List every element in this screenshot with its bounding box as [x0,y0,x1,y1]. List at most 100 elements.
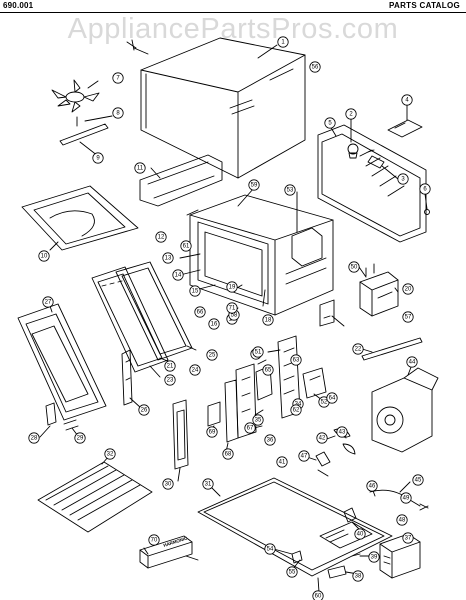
part-number-label: 63 [293,357,300,363]
part-callout: 38 [352,570,364,582]
part-number-label: 31 [205,481,212,487]
part-number-label: 5 [328,120,332,126]
callout-circle [262,364,274,376]
lamp [347,143,359,159]
door-panel [17,303,107,421]
part-callout: 61 [180,240,192,252]
callout-circle [345,108,357,120]
part-callout: 49 [400,492,412,504]
callout-circle [28,432,40,444]
part-callout: 47 [298,450,310,462]
part-callout: 59 [248,179,260,191]
part-number-label: 21 [167,363,174,369]
part-callout: 20 [402,283,414,295]
part-number-label: 57 [405,314,412,320]
callout-circle [368,551,380,563]
part-callout: 30 [162,478,174,490]
capacitor [139,535,199,569]
part-number-label: 56 [312,64,319,70]
part-number-label: 22 [355,346,362,352]
callout-circle [324,117,336,129]
watermark: AppliancePartsPros.com [67,13,399,45]
part-number-label: 29 [77,435,84,441]
frame-bracket [139,154,223,207]
callout-circle [92,152,104,164]
part-callout: 4 [401,94,413,106]
oven-cavity [189,194,334,316]
callout-circle [226,302,238,314]
part-callout: 54 [264,543,276,555]
callout-circle [180,240,192,252]
callout-circle [42,296,54,308]
header-rule [0,12,466,13]
callout-circle [206,426,218,438]
callout-circle [336,426,348,438]
part-number-label: 16 [211,321,218,327]
part-number-label: 54 [267,546,274,552]
callout-circle [312,590,324,600]
part-callout: 65 [262,364,274,376]
callout-circle [406,356,418,368]
part-number-label: 59 [251,182,258,188]
part-callout: 62 [290,404,302,416]
part-callout: 60 [312,590,324,600]
callout-circle [172,269,184,281]
part-number-label: 65 [265,367,272,373]
callout-circle [402,311,414,323]
part-callout: 64 [326,392,338,404]
callout-circle [148,534,160,546]
control-bracket [387,119,423,138]
callout-circle [248,179,260,191]
part-callout: 70 [148,534,160,546]
callout-circle [206,349,218,361]
part-callout: 25 [206,349,218,361]
part-number-label: 6 [423,186,427,192]
part-callout: 29 [74,432,86,444]
part-number-label: 45 [415,477,422,483]
part-callout: 36 [264,434,276,446]
part-number-label: 3 [401,176,405,182]
part-number-label: 68 [225,451,232,457]
callout-circle [419,183,431,195]
part-number-label: 1 [281,39,285,45]
part-number-label: 55 [289,569,296,575]
callout-circle [264,543,276,555]
part-number-label: 14 [175,272,182,278]
callout-circle [112,107,124,119]
part-number-label: 30 [165,481,172,487]
callout-circle [262,314,274,326]
fan-blade [51,79,100,113]
part-number-label: 11 [137,165,144,171]
part-number-label: 52 [321,399,328,405]
part-callout: 53 [284,184,296,196]
callout-circle [402,532,414,544]
callout-circle [38,250,50,262]
part-number-label: 35 [255,417,262,423]
callout-circle [277,36,289,48]
part-number-label: 26 [141,407,148,413]
part-number-label: 61 [183,243,190,249]
part-callout: 14 [172,269,184,281]
part-callout: 48 [396,514,408,526]
part-number-label: 46 [369,483,376,489]
callout-circle [189,364,201,376]
part-number-label: 19 [229,284,236,290]
part-callout: 40 [354,528,366,540]
part-number-label: 25 [209,352,216,358]
callout-circle [286,566,298,578]
callout-circle [276,456,288,468]
part-number-label: 71 [229,305,236,311]
part-number-label: 51 [255,349,262,355]
part-number-label: 27 [45,299,52,305]
part-callout: 37 [402,532,414,544]
blower-assembly [371,367,439,453]
callout-circle [208,318,220,330]
part-number-label: 38 [355,573,362,579]
callout-circle [162,252,174,264]
base-pan [197,477,393,577]
callout-circle [284,184,296,196]
part-callout: 6 [419,183,431,195]
part-callout: 55 [286,566,298,578]
callout-circle [400,492,412,504]
part-callout: 66 [194,306,206,318]
